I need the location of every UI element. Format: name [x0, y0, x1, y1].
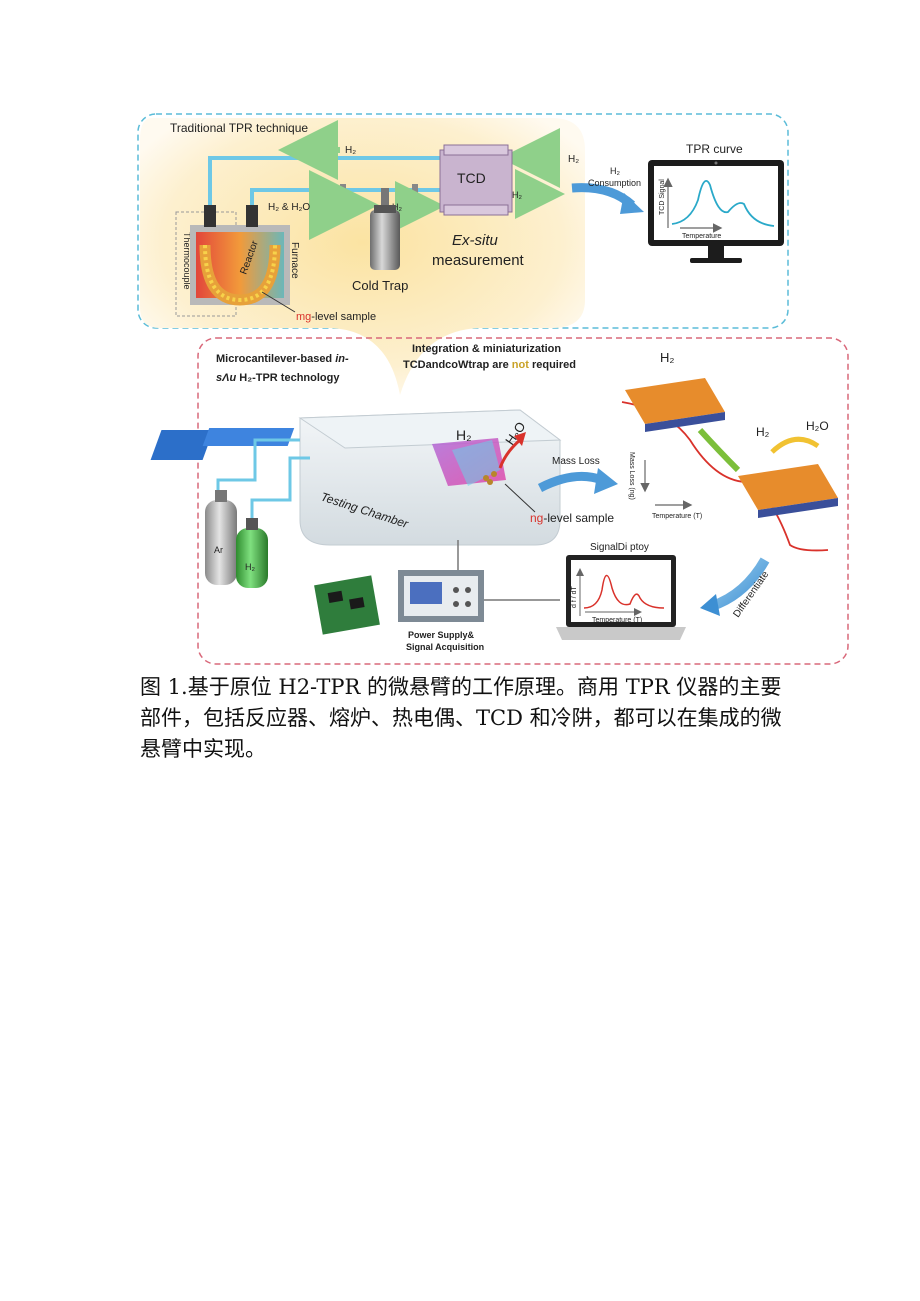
- monitor-ylabel: TCD Signal: [659, 179, 666, 215]
- laptop-xlabel: Temperature (T): [592, 617, 642, 624]
- h2-chip-label: H₂: [456, 427, 472, 443]
- h2-after-tcd-label: H₂: [512, 190, 522, 200]
- technology-label-2: sΛu H₂-TPR technology: [216, 372, 340, 384]
- ng-sample-label: ng-level sample: [530, 511, 614, 525]
- integration-label: Integration & miniaturization: [412, 343, 561, 355]
- differentiate-arrowhead: [700, 594, 720, 616]
- tpr-figure: Traditional TPR technique H₂ H₂ H₂ & H₂O…: [0, 0, 920, 680]
- h2-in-label: H₂: [568, 154, 579, 165]
- transfer-arrow: [700, 430, 738, 470]
- h2-right-label: H₂: [756, 425, 770, 439]
- exsitu-label-1: Ex-situ: [452, 232, 499, 249]
- monitor-title: TPR curve: [686, 142, 743, 156]
- mass-loss-ylabel: Mass Loss (ng): [628, 452, 635, 500]
- bottom-panel: Microcantilever-based in- sΛu H₂-TPR tec…: [151, 338, 848, 664]
- power-supply-label-2: Signal Acquisition: [406, 642, 484, 652]
- tcd-label: TCD: [457, 170, 486, 186]
- consumption-label-2: Consumption: [588, 178, 641, 188]
- h2o-right-label: H₂O: [806, 419, 829, 433]
- valve-1: [340, 184, 346, 194]
- gas-line-ar: [218, 440, 300, 492]
- mass-loss-arrowhead: [594, 468, 618, 494]
- reactor-cap-left: [204, 205, 216, 227]
- exsitu-label-2: measurement: [432, 252, 525, 269]
- h2-cylinder-label: H₂: [245, 562, 255, 572]
- h2-out-label: H₂: [345, 145, 356, 156]
- valve-2: [412, 184, 418, 194]
- reaction-arrow: [772, 439, 818, 452]
- h2-top-label: H₂: [660, 350, 674, 365]
- mass-loss-label: Mass Loss: [552, 456, 600, 467]
- circuit-board: [314, 575, 380, 634]
- power-supply-unit: [398, 570, 484, 622]
- figure-caption: 图 1.基于原位 H2-TPR 的微悬臂的工作原理。商用 TPR 仪器的主要部件…: [140, 672, 800, 765]
- ar-label: Ar: [214, 545, 223, 555]
- consumption-label-1: H₂: [610, 166, 620, 176]
- reactor-cap-right: [246, 205, 258, 227]
- consumption-arrowhead: [620, 193, 644, 214]
- catalyst-top: [625, 378, 725, 432]
- power-supply-label-1: Power Supply&: [408, 630, 475, 640]
- cold-trap-label: Cold Trap: [352, 278, 408, 293]
- signal-display-label: SignalDi ptoy: [590, 542, 649, 553]
- mass-loss-xlabel: Temperature (T): [652, 513, 702, 520]
- catalyst-right: [738, 464, 838, 518]
- not-required-label: TCDandcoWtrap are not required: [403, 359, 576, 371]
- technology-label-1: Microcantilever-based in-: [216, 353, 349, 365]
- monitor-xlabel: Temperature: [682, 233, 721, 240]
- mg-sample-label: mg-level sample: [296, 311, 376, 323]
- tcd-detector: TCD: [440, 145, 512, 215]
- furnace: [190, 225, 290, 305]
- h2-h2o-label: H₂ & H₂O: [268, 202, 310, 213]
- furnace-label: Furnace: [289, 242, 300, 279]
- ar-cylinder: Ar: [205, 490, 237, 585]
- h2-cylinder: H₂: [236, 518, 268, 588]
- laptop-ylabel: d f / dT: [571, 585, 578, 608]
- monitor: [648, 160, 784, 263]
- top-panel-title: Traditional TPR technique: [170, 121, 308, 135]
